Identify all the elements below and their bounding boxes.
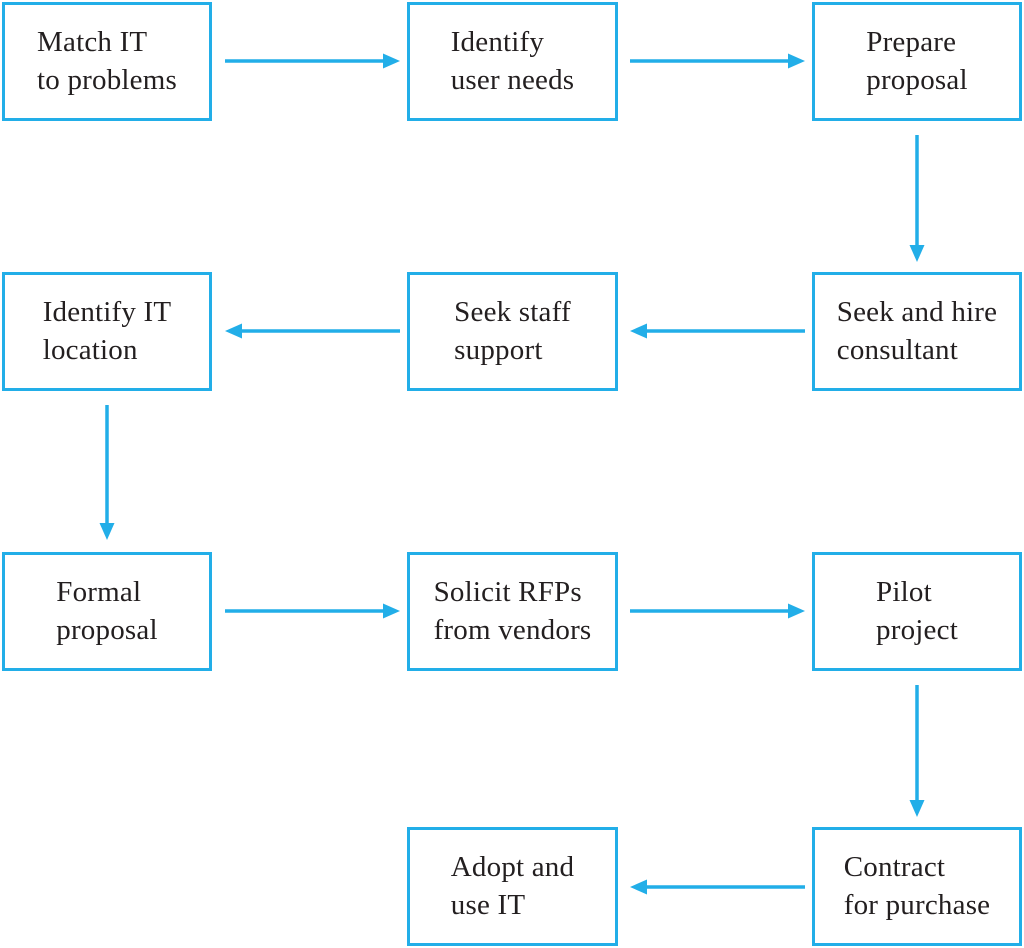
flow-node-label: Identify user needs [450,26,575,96]
connector-arrow-right [616,597,819,625]
connector-arrow-right [211,597,414,625]
flow-node-identify-location[interactable]: Identify IT location [2,272,212,391]
connector-arrow-left [211,317,414,345]
connector-arrow-down [903,671,931,831]
flow-node-solicit-rfps[interactable]: Solicit RFPs from vendors [407,552,618,671]
connector-arrow-left [616,317,819,345]
flow-node-label: Match IT to problems [37,26,177,96]
connector-arrow-down [93,391,121,554]
flow-node-label: Seek and hire consultant [836,296,998,366]
flow-node-seek-staff[interactable]: Seek staff support [407,272,618,391]
connector-arrow-left [616,873,819,901]
flow-node-match-it[interactable]: Match IT to problems [2,2,212,121]
flow-node-formal-proposal[interactable]: Formal proposal [2,552,212,671]
flow-node-contract-purchase[interactable]: Contract for purchase [812,827,1022,946]
flow-node-seek-consultant[interactable]: Seek and hire consultant [812,272,1022,391]
flow-node-label: Formal proposal [56,576,158,646]
connector-arrow-right [616,47,819,75]
flow-node-label: Solicit RFPs from vendors [433,576,592,646]
flow-node-label: Prepare proposal [866,26,968,96]
flow-node-label: Seek staff support [454,296,571,366]
flow-node-prepare-proposal[interactable]: Prepare proposal [812,2,1022,121]
flow-node-identify-needs[interactable]: Identify user needs [407,2,618,121]
flow-node-pilot-project[interactable]: Pilot project [812,552,1022,671]
flow-node-label: Contract for purchase [843,851,991,921]
connector-arrow-down [903,121,931,276]
flow-node-adopt-use-it[interactable]: Adopt and use IT [407,827,618,946]
flow-node-label: Adopt and use IT [450,851,575,921]
connector-arrow-right [211,47,414,75]
flow-node-label: Identify IT location [42,296,172,366]
flow-node-label: Pilot project [876,576,958,646]
